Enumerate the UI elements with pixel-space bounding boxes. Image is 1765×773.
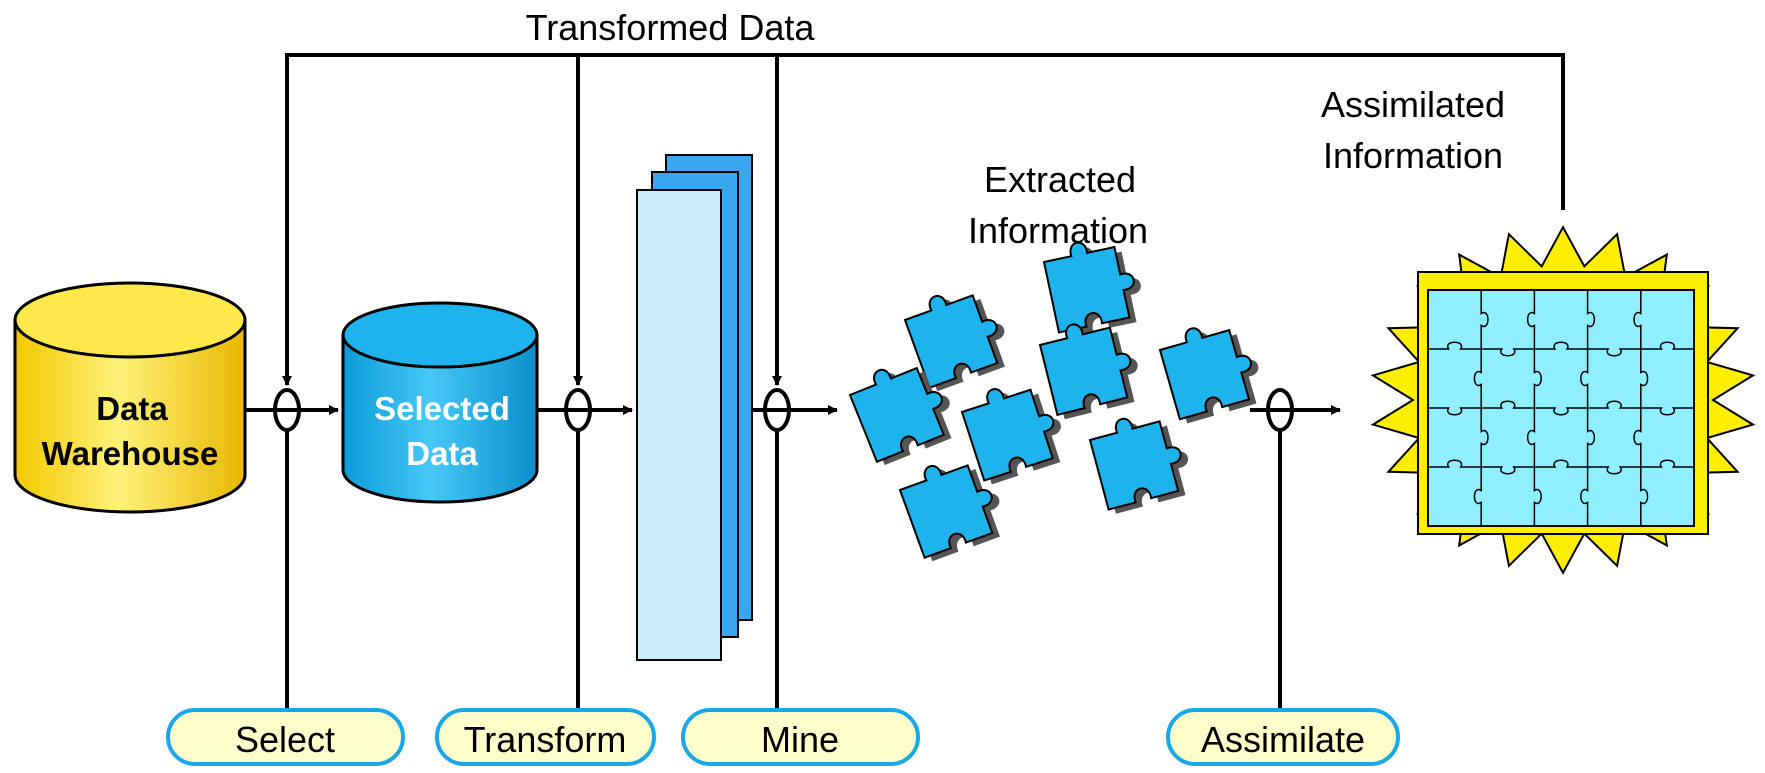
board-grid-hline bbox=[1428, 341, 1694, 357]
transform-pill[interactable] bbox=[435, 708, 656, 766]
select-label: Select bbox=[235, 719, 335, 760]
puzzle-piece bbox=[1085, 405, 1198, 514]
mine-label: Mine bbox=[761, 719, 839, 760]
selected-data-cylinder: Selected Data bbox=[341, 301, 539, 504]
board-grid-hline bbox=[1428, 459, 1694, 475]
assimilated-label-line2: Information bbox=[1323, 135, 1503, 176]
warehouse-label-line1: Data bbox=[96, 390, 168, 427]
transformed-pages-stack bbox=[636, 154, 753, 661]
extracted-label-line1: Extracted bbox=[984, 159, 1136, 200]
transform-step[interactable]: Transform bbox=[435, 708, 656, 766]
data-warehouse-cylinder: Data Warehouse bbox=[13, 281, 247, 514]
assimilate-step[interactable]: Assimilate bbox=[1166, 708, 1400, 766]
extracted-puzzle-pieces bbox=[844, 231, 1269, 562]
select-step[interactable]: Select bbox=[166, 708, 405, 766]
board-grid-hline bbox=[1428, 400, 1694, 416]
assimilate-label: Assimilate bbox=[1201, 719, 1365, 760]
puzzle-board-grid bbox=[1428, 290, 1694, 526]
selected-label-line2: Data bbox=[406, 435, 478, 472]
transform-label: Transform bbox=[464, 719, 627, 760]
transformed-data-label: Transformed Data bbox=[526, 7, 816, 48]
assimilate-pill[interactable] bbox=[1166, 708, 1400, 766]
selected-label-line1: Selected bbox=[374, 390, 510, 427]
junction-nodes bbox=[273, 388, 1294, 432]
feedback-line bbox=[282, 53, 1565, 386]
extracted-label-line2: Information bbox=[968, 210, 1148, 251]
page-front bbox=[636, 189, 722, 661]
assimilated-label-line1: Assimilated bbox=[1321, 84, 1505, 125]
step-lines bbox=[285, 410, 1282, 708]
mine-step[interactable]: Mine bbox=[681, 708, 920, 766]
select-pill[interactable] bbox=[166, 708, 405, 766]
mine-pill[interactable] bbox=[681, 708, 920, 766]
step-pills: Select Transform Mine Assimilate bbox=[166, 708, 1400, 766]
assimilated-starburst bbox=[1370, 225, 1756, 575]
feedback-loop bbox=[282, 53, 1565, 386]
warehouse-label-line2: Warehouse bbox=[42, 435, 219, 472]
